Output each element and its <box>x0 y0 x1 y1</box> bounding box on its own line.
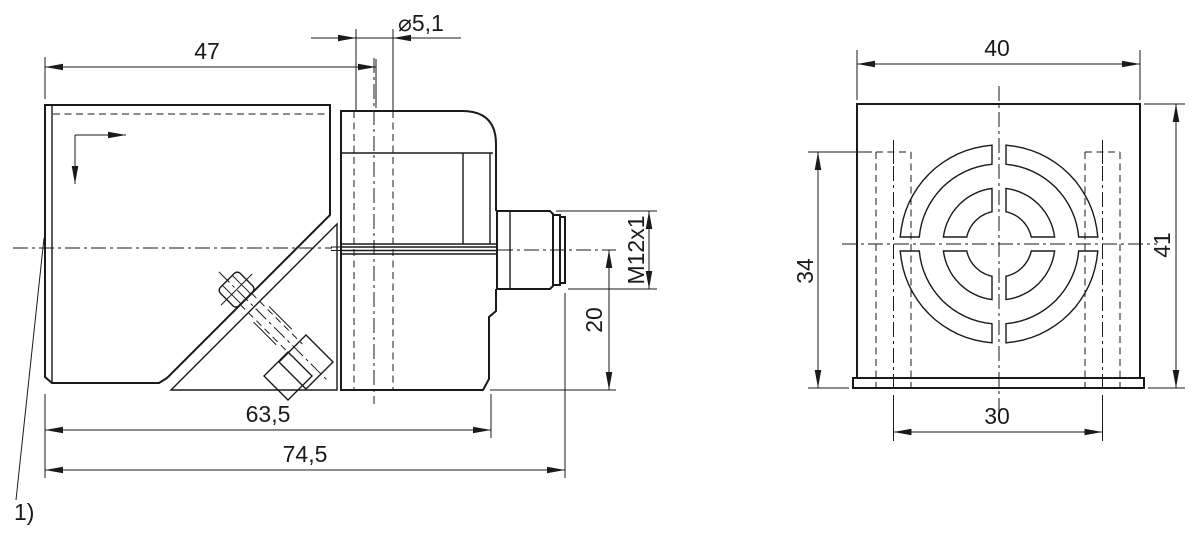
dim-connector-axis-height: 20 <box>490 250 616 391</box>
grille-segment <box>1005 144 1099 238</box>
grille-segment <box>1005 250 1099 344</box>
dim-label-body-length: 63,5 <box>246 401 291 427</box>
dim-front-width: 40 <box>856 35 1141 100</box>
dim-hole-diameter: ⌀5,1 <box>311 10 461 110</box>
mounting-slot-left <box>875 140 912 392</box>
screw-cross-line <box>220 273 253 306</box>
mounting-slot-right <box>1084 140 1121 392</box>
grille-segment <box>899 144 993 238</box>
bracket-triangle <box>169 222 338 391</box>
footnote-label: 1) <box>14 499 34 525</box>
fixed-body-outline <box>340 110 497 391</box>
grille-segment <box>899 250 993 344</box>
dim-label-hole-diameter: ⌀5,1 <box>398 10 444 36</box>
dim-front-height: 41 <box>1144 103 1185 389</box>
sensor-head-outline <box>44 104 331 384</box>
dim-label-front-height: 41 <box>1149 232 1175 258</box>
m12-connector <box>496 210 616 290</box>
grille-segment <box>942 187 993 238</box>
dim-connector-thread: M12x1 <box>556 210 657 290</box>
dim-slot-center-spacing: 30 <box>893 395 1103 441</box>
bottom-plate <box>852 377 1145 389</box>
transducer-grille <box>899 144 1099 344</box>
screw-washer <box>263 351 313 401</box>
grille-segment <box>1005 187 1056 238</box>
footnote: 1) <box>14 237 45 525</box>
footnote-leader-line <box>15 237 45 501</box>
side-view: 47 ⌀5,1 M12x1 20 63,5 <box>13 10 657 525</box>
dim-label-face-to-hole: 47 <box>194 38 220 64</box>
dim-face-to-hole-center: 47 <box>44 38 377 108</box>
dim-label-slot-height: 34 <box>792 258 818 284</box>
clamp-screw <box>218 271 334 401</box>
dim-total-length: 74,5 <box>45 293 566 478</box>
beam-direction-arrow <box>71 131 126 184</box>
screw-shaft-hidden <box>239 304 292 356</box>
grille-segment <box>1005 250 1056 301</box>
dim-label-axis-height: 20 <box>581 307 607 333</box>
dim-label-connector-thread: M12x1 <box>623 215 649 284</box>
grille-segment <box>942 250 993 301</box>
dim-label-front-width: 40 <box>984 35 1010 61</box>
front-view: 40 41 34 30 <box>792 35 1185 441</box>
dim-slot-top-to-bottom: 34 <box>792 151 872 389</box>
screw-shank-edge <box>268 306 293 330</box>
screw-nut <box>278 334 334 390</box>
dim-body-length: 63,5 <box>44 394 492 478</box>
body-seam-lines <box>331 243 496 255</box>
dim-label-slot-spacing: 30 <box>984 403 1010 429</box>
dim-label-total-length: 74,5 <box>283 441 328 467</box>
screw-shank-edge <box>253 321 277 346</box>
screw-shaft-hidden <box>251 292 303 345</box>
